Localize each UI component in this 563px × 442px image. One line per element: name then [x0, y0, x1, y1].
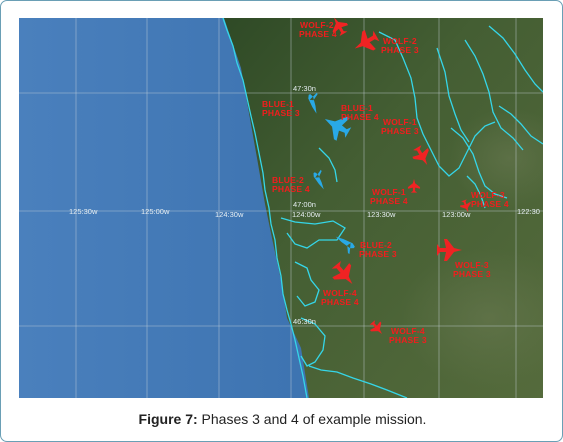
coordinate-grid — [19, 18, 543, 398]
unit-name: WOLF-2 — [300, 20, 334, 30]
longitude-label: 122:30 — [517, 207, 540, 216]
unit-phase: PHASE 4 — [321, 297, 359, 307]
figure-caption-text: Phases 3 and 4 of example mission. — [201, 411, 427, 427]
tactical-map[interactable]: 125:30w 125:00w 124:30w 124:00w 123:30w … — [19, 18, 543, 398]
enemy-aircraft-icon[interactable] — [367, 318, 387, 338]
unit-phase: PHASE 4 — [370, 196, 408, 206]
longitude-label: 123:30w — [367, 210, 396, 219]
unit-name: WOLF-1 — [372, 187, 406, 197]
unit-name: BLUE-2 — [360, 240, 392, 250]
longitude-label: 125:00w — [141, 207, 170, 216]
unit-phase: PHASE 3 — [389, 335, 427, 345]
unit-name: WOLF-3 — [455, 260, 489, 270]
latitude-label: 46:30n — [293, 317, 316, 326]
figure-caption-label: Figure 7: — [138, 411, 198, 427]
enemy-aircraft-icon[interactable] — [328, 258, 361, 291]
friendly-aircraft-icon[interactable] — [312, 169, 330, 190]
unit-phase: PHASE 3 — [262, 108, 300, 118]
unit-phase: PHASE 3 — [359, 249, 397, 259]
friendly-aircraft-icon[interactable] — [307, 92, 324, 115]
enemy-aircraft-icon[interactable] — [327, 18, 351, 38]
unit-phase: PHASE 4 — [341, 112, 379, 122]
enemy-aircraft-icon[interactable] — [349, 26, 382, 58]
unit-name: WOLF-4 — [323, 288, 357, 298]
longitude-label: 125:30w — [69, 207, 98, 216]
latitude-label: 47:00n — [293, 200, 316, 209]
unit-name: WOLF-3 — [471, 190, 505, 200]
unit-phase: PHASE 4 — [471, 199, 509, 209]
friendly-aircraft-icon[interactable] — [318, 108, 354, 144]
latitude-label: 47:30n — [293, 84, 316, 93]
unit-phase: PHASE 4 — [272, 184, 310, 194]
coastline — [222, 18, 543, 398]
unit-name: BLUE-1 — [341, 103, 373, 113]
enemy-aircraft-icon[interactable] — [410, 143, 435, 169]
longitude-label: 124:30w — [215, 210, 244, 219]
unit-name: WOLF-1 — [383, 117, 417, 127]
unit-phase: PHASE 3 — [381, 45, 419, 55]
land-highlight — [399, 248, 543, 388]
unit-labels: WOLF-2 PHASE 4 WOLF-2 PHASE 3 BLUE-1 PHA… — [262, 20, 509, 345]
coordinate-labels: 125:30w 125:00w 124:30w 124:00w 123:30w … — [69, 84, 540, 326]
enemy-aircraft-icon[interactable] — [437, 239, 462, 261]
friendly-aircraft-icon[interactable] — [332, 234, 356, 254]
enemy-aircraft-icon[interactable] — [459, 198, 474, 214]
unit-phase: PHASE 4 — [299, 29, 337, 39]
longitude-label: 124:00w — [292, 210, 321, 219]
aircraft-icons[interactable] — [307, 18, 473, 338]
unit-name: BLUE-1 — [262, 99, 294, 109]
unit-phase: PHASE 3 — [453, 269, 491, 279]
longitude-label: 123:00w — [442, 210, 471, 219]
unit-name: WOLF-4 — [391, 326, 425, 336]
unit-name: BLUE-2 — [272, 175, 304, 185]
unit-name: WOLF-2 — [383, 36, 417, 46]
figure-caption: Figure 7: Phases 3 and 4 of example miss… — [1, 410, 562, 428]
unit-phase: PHASE 3 — [381, 126, 419, 136]
land-highlight — [449, 108, 543, 208]
enemy-aircraft-icon[interactable] — [407, 178, 421, 193]
